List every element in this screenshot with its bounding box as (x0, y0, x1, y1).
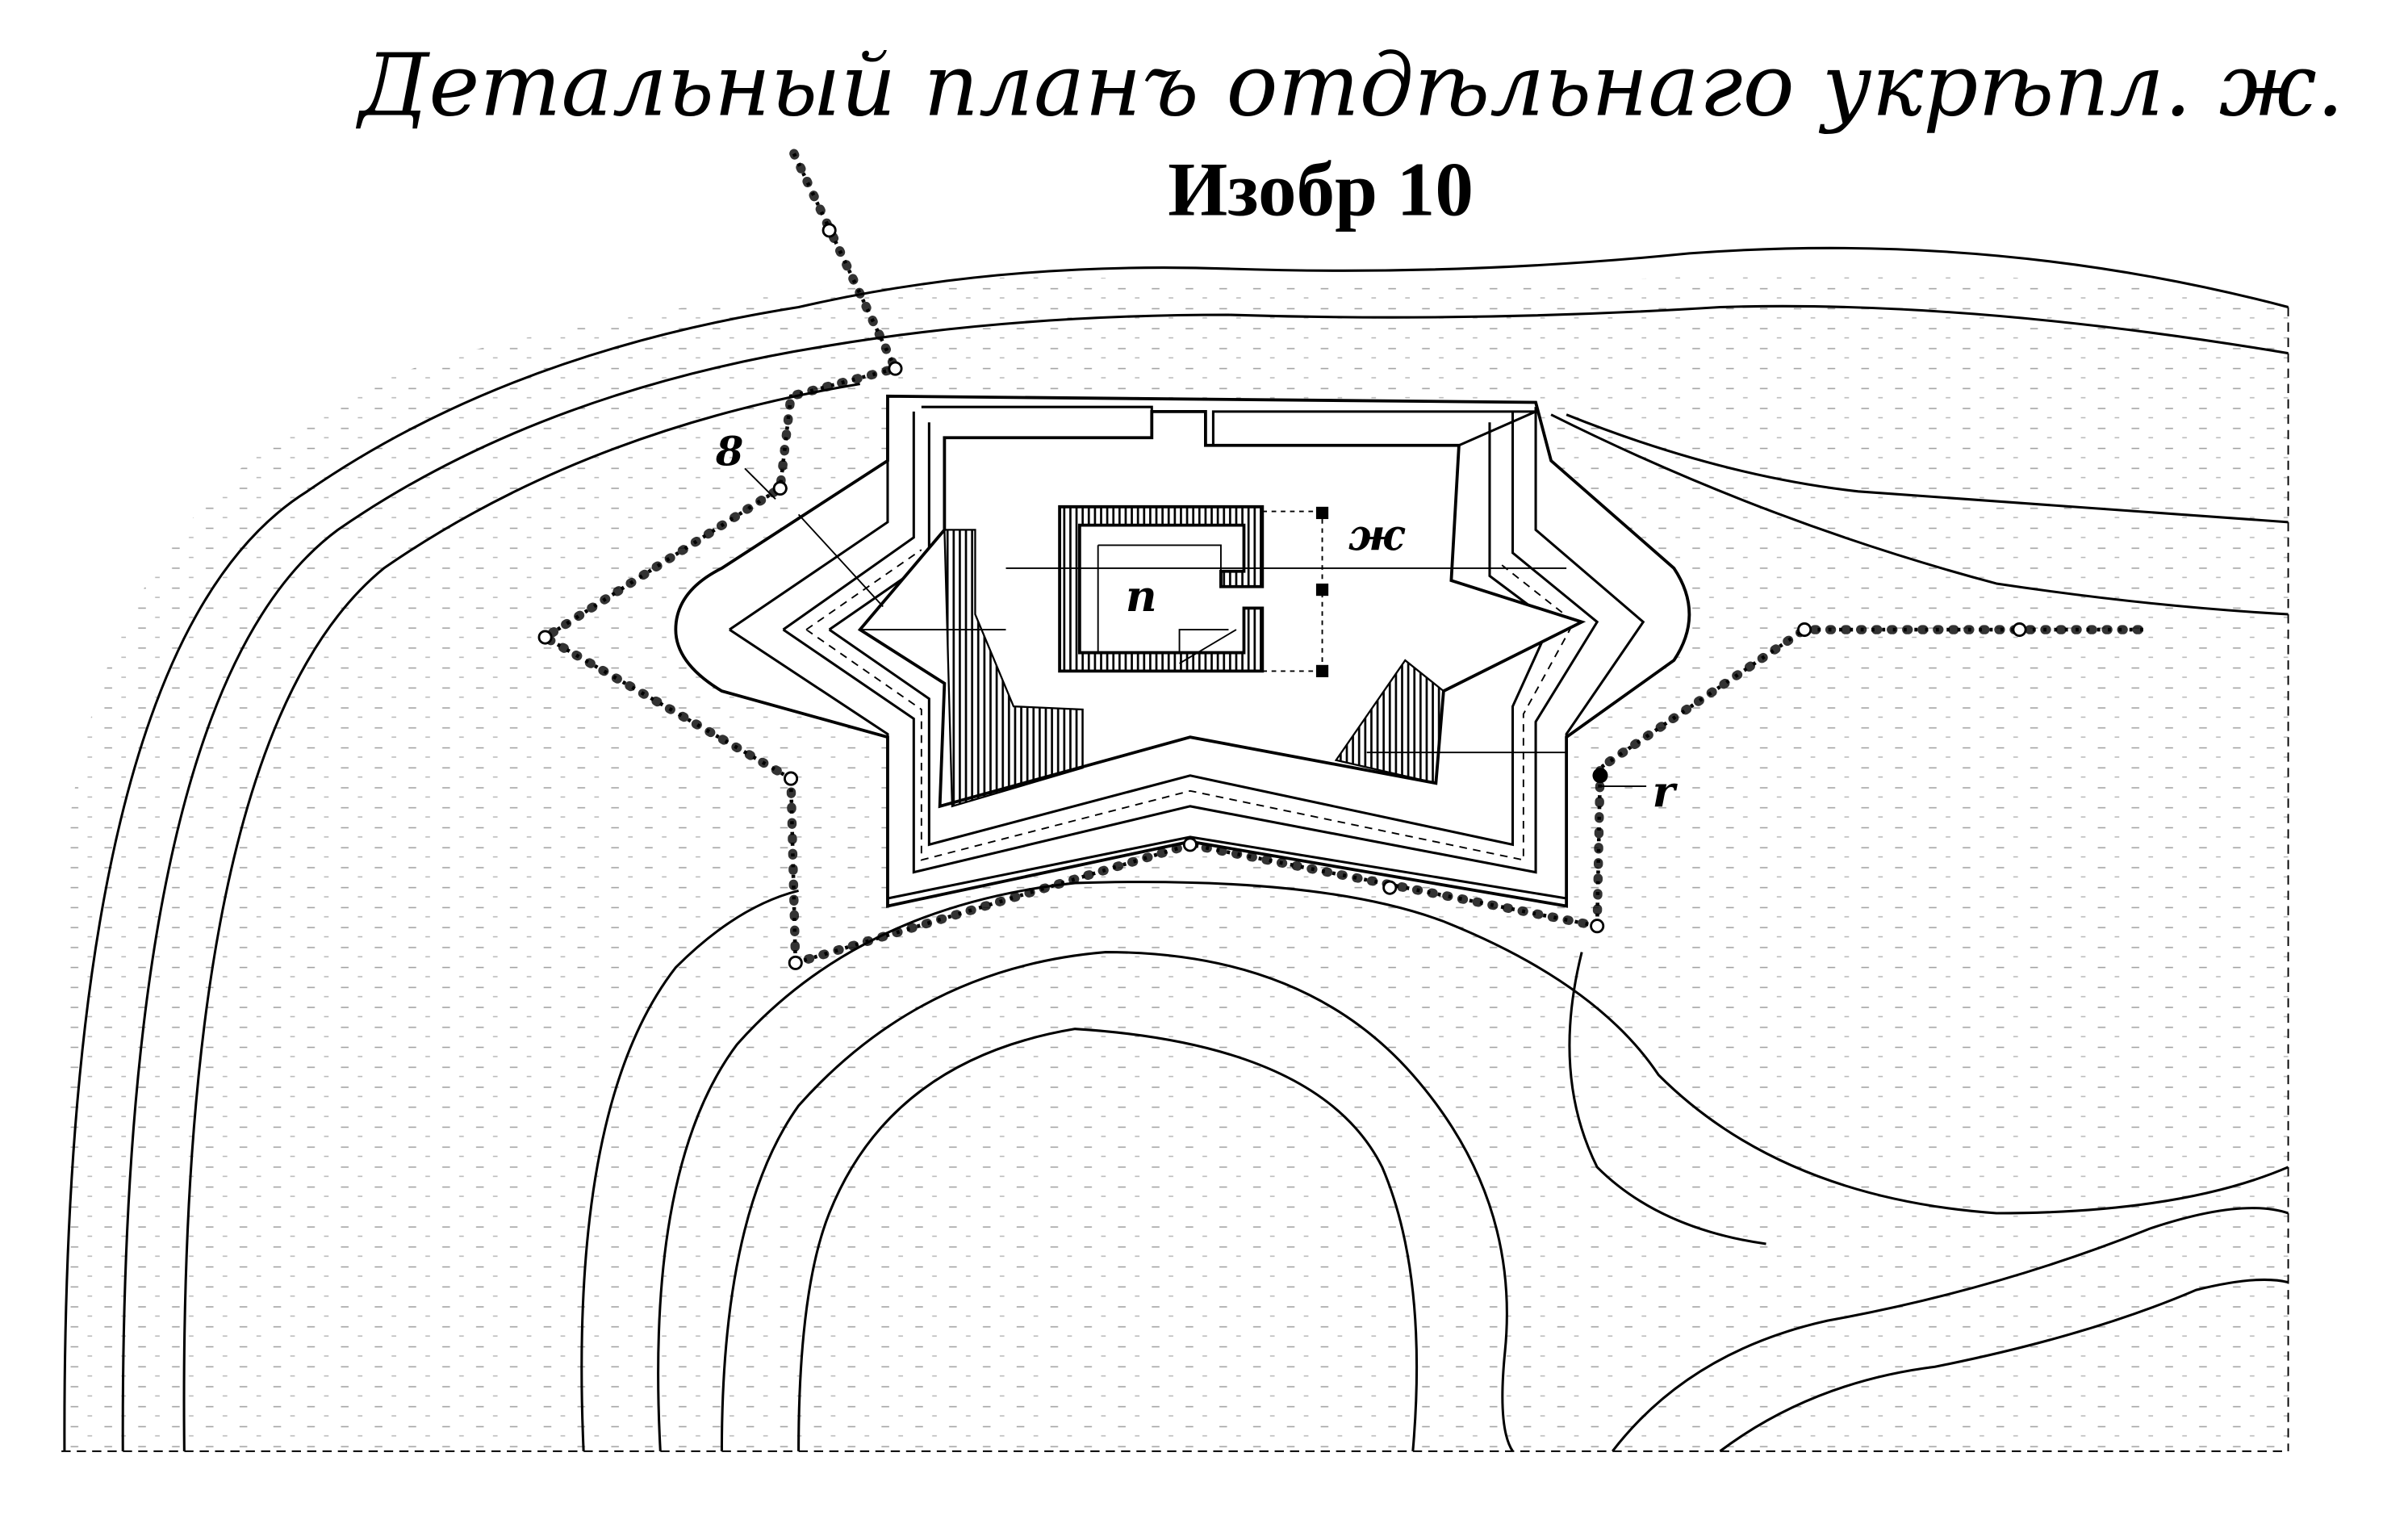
label-blockhouse-row: ж (1348, 509, 1406, 560)
terrain-texture (61, 272, 2289, 1451)
label-blockhouse: п (1126, 571, 1157, 622)
blockhouse (1058, 504, 1329, 678)
blockhouse-posts (1262, 506, 1329, 678)
contour-lines (61, 246, 2289, 1453)
palisade (536, 149, 2155, 970)
label-palisade-gate: r (1653, 766, 1678, 817)
plan-subtitle: Изобр 10 (1168, 146, 1474, 232)
label-palisade-point: 8 (715, 428, 743, 475)
plan-title: Детальный планъ отдѣльнаго укрѣпл. ж. (356, 36, 2344, 136)
